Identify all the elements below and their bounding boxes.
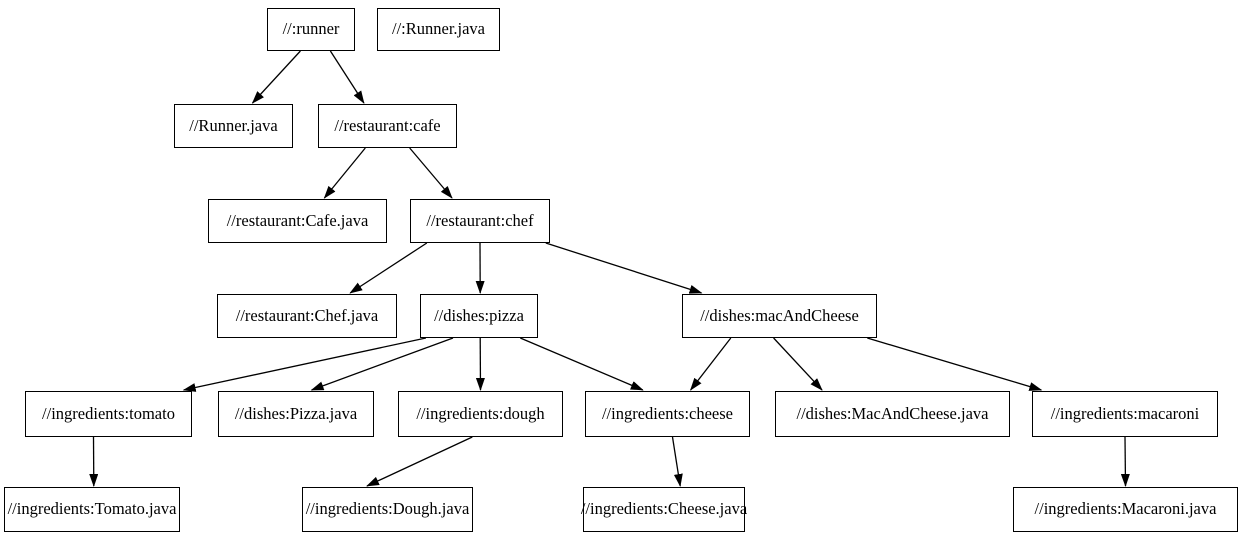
- graph-node-label: //ingredients:Tomato.java: [7, 499, 177, 519]
- graph-node-runner-java: //Runner.java: [174, 104, 293, 148]
- graph-node-label: //restaurant:Chef.java: [235, 305, 379, 325]
- graph-node-label: //restaurant:Cafe.java: [226, 210, 369, 230]
- graph-node-dough-java: //ingredients:Dough.java: [302, 487, 473, 532]
- graph-node-label: //:runner: [282, 19, 340, 39]
- graph-node-chef: //restaurant:chef: [410, 199, 550, 243]
- graph-node-tomato-java: //ingredients:Tomato.java: [4, 487, 180, 532]
- graph-node-label: //restaurant:chef: [426, 210, 534, 230]
- graph-node-cheese-java: //ingredients:Cheese.java: [580, 487, 748, 532]
- edge-runner-to-runner-java: [251, 50, 301, 104]
- edge-cheese-to-cheese-java: [671, 436, 683, 487]
- graph-node-label: //dishes:pizza: [434, 305, 524, 325]
- graph-node-runner-java-root: //:Runner.java: [377, 8, 500, 51]
- graph-node-label: //ingredients:Dough.java: [305, 499, 470, 519]
- edge-chef-to-macandcheese: [545, 242, 703, 294]
- graph-node-pizza: //dishes:pizza: [420, 294, 538, 338]
- edge-macandcheese-to-macandcheese-java: [773, 337, 823, 391]
- graph-node-label: //ingredients:dough: [416, 403, 545, 423]
- graph-node-cheese: //ingredients:cheese: [585, 391, 750, 437]
- graph-node-dough: //ingredients:dough: [398, 391, 563, 437]
- graph-node-label: //ingredients:cheese: [601, 403, 734, 423]
- edge-dough-to-dough-java: [366, 436, 473, 487]
- graph-node-macandcheese-java: //dishes:MacAndCheese.java: [775, 391, 1010, 437]
- graph-node-label: //restaurant:cafe: [334, 115, 441, 135]
- edge-pizza-to-cheese: [520, 337, 644, 391]
- edge-cafe-to-cafe-java: [323, 147, 366, 199]
- graph-node-label: //Runner.java: [189, 115, 278, 135]
- graph-node-macaroni-java: //ingredients:Macaroni.java: [1013, 487, 1238, 532]
- edge-runner-to-cafe: [329, 50, 365, 104]
- graph-node-label: //dishes:MacAndCheese.java: [796, 403, 989, 423]
- graph-node-macandcheese: //dishes:macAndCheese: [682, 294, 877, 338]
- graph-node-cafe: //restaurant:cafe: [318, 104, 457, 148]
- graph-node-label: //dishes:Pizza.java: [234, 403, 358, 423]
- graph-node-chef-java: //restaurant:Chef.java: [217, 294, 397, 338]
- edge-macandcheese-to-cheese: [689, 337, 732, 391]
- edge-cafe-to-chef: [409, 147, 453, 199]
- graph-node-label: //dishes:macAndCheese: [700, 305, 859, 325]
- graph-node-pizza-java: //dishes:Pizza.java: [218, 391, 374, 437]
- graph-node-runner: //:runner: [267, 8, 355, 51]
- graph-node-label: //ingredients:tomato: [42, 403, 175, 423]
- graph-node-cafe-java: //restaurant:Cafe.java: [208, 199, 387, 243]
- edge-macaroni-to-macaroni-java: [1120, 436, 1130, 487]
- edge-pizza-to-pizza-java: [310, 337, 454, 391]
- edge-pizza-to-tomato: [182, 337, 427, 392]
- graph-node-macaroni: //ingredients:macaroni: [1032, 391, 1218, 437]
- edge-chef-to-chef-java: [349, 242, 428, 294]
- graph-node-label: //:Runner.java: [391, 19, 486, 39]
- graph-node-tomato: //ingredients:tomato: [25, 391, 192, 437]
- edge-macandcheese-to-macaroni: [867, 337, 1043, 391]
- graph-node-label: //ingredients:Macaroni.java: [1034, 499, 1217, 519]
- graph-node-label: //ingredients:Cheese.java: [580, 499, 748, 519]
- graph-node-label: //ingredients:macaroni: [1050, 403, 1200, 423]
